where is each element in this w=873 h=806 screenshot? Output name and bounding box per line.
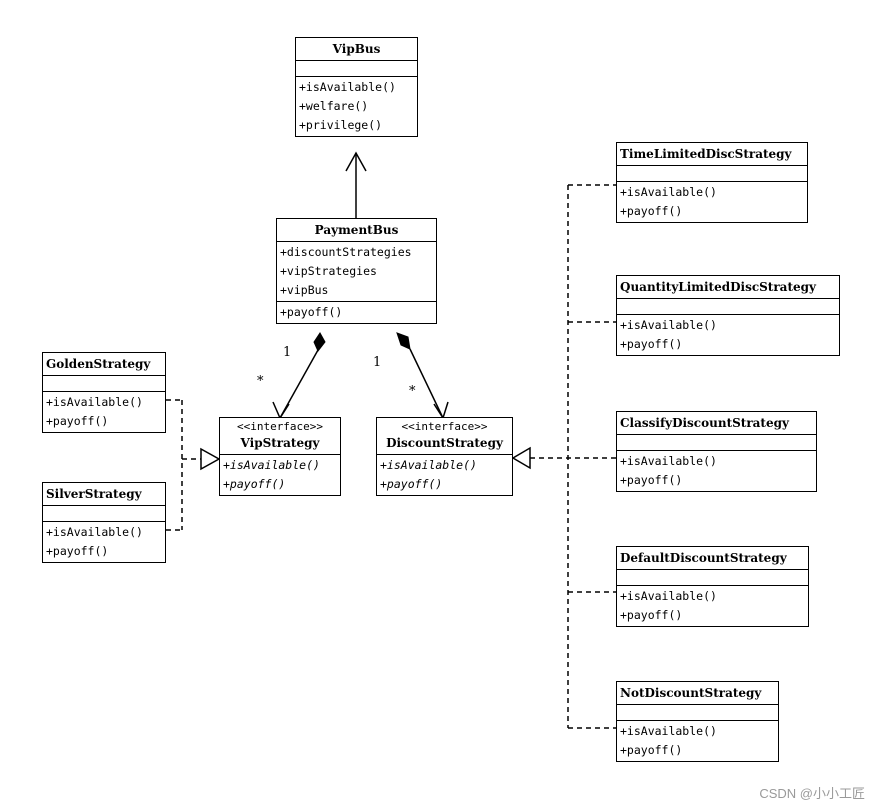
interface-name: VipStrategy — [240, 436, 320, 450]
methods-section: +isAvailable() +payoff() — [617, 450, 816, 491]
method: +payoff() — [46, 414, 109, 428]
stereotype: <<interface>> — [236, 420, 324, 433]
multiplicity-discount-many: * — [409, 384, 416, 399]
class-vipbus: VipBus +isAvailable() +welfare() +privil… — [295, 37, 418, 137]
method: +isAvailable() — [380, 458, 477, 472]
vip-realization-connector — [166, 399, 201, 531]
vip-arrowhead — [272, 401, 290, 420]
attributes-section — [296, 60, 417, 76]
attribute: +vipBus — [280, 283, 329, 297]
attributes-section — [43, 505, 165, 521]
method: +isAvailable() — [46, 525, 143, 539]
composition-discount-line — [409, 348, 444, 419]
methods-section: +isAvailable() +payoff() — [220, 454, 340, 495]
composition-diamond-discount — [396, 332, 411, 350]
attributes-section — [617, 165, 807, 181]
method: +payoff() — [620, 473, 683, 487]
watermark: CSDN @小小工匠 — [759, 786, 865, 801]
class-name: PaymentBus — [314, 223, 399, 237]
interface-discountstrategy: <<interface>> DiscountStrategy +isAvaila… — [376, 417, 513, 496]
method: +payoff() — [620, 608, 683, 622]
methods-section: +isAvailable() +payoff() — [43, 521, 165, 562]
method: +isAvailable() — [620, 589, 717, 603]
method: +isAvailable() — [299, 80, 396, 94]
attributes-section — [617, 704, 778, 720]
method: +isAvailable() — [620, 318, 717, 332]
attributes-section: +discountStrategies +vipStrategies +vipB… — [277, 241, 436, 301]
class-timelimiteddiscstrategy: TimeLimitedDiscStrategy +isAvailable() +… — [616, 142, 808, 223]
multiplicity-discount-one: 1 — [373, 355, 382, 370]
method: +payoff() — [620, 743, 683, 757]
discount-realization-triangle — [511, 446, 531, 470]
class-name: NotDiscountStrategy — [620, 686, 762, 700]
class-notdiscountstrategy: NotDiscountStrategy +isAvailable() +payo… — [616, 681, 779, 762]
method: +privilege() — [299, 118, 383, 132]
method: +isAvailable() — [223, 458, 320, 472]
method: +payoff() — [46, 544, 109, 558]
class-name: ClassifyDiscountStrategy — [620, 416, 789, 430]
attributes-section — [617, 434, 816, 450]
class-classifydiscountstrategy: ClassifyDiscountStrategy +isAvailable() … — [616, 411, 817, 492]
method: +isAvailable() — [46, 395, 143, 409]
class-defaultdiscountstrategy: DefaultDiscountStrategy +isAvailable() +… — [616, 546, 809, 627]
method: +payoff() — [380, 477, 443, 491]
method: +isAvailable() — [620, 454, 717, 468]
class-silverstrategy: SilverStrategy +isAvailable() +payoff() — [42, 482, 166, 563]
attribute: +vipStrategies — [280, 264, 377, 278]
class-name: TimeLimitedDiscStrategy — [620, 147, 792, 161]
method: +payoff() — [280, 305, 343, 319]
multiplicity-vip-many: * — [257, 374, 264, 389]
attributes-section — [43, 375, 165, 391]
class-name: SilverStrategy — [46, 487, 142, 501]
interface-vipstrategy: <<interface>> VipStrategy +isAvailable()… — [219, 417, 341, 496]
method: +payoff() — [620, 337, 683, 351]
method: +isAvailable() — [620, 724, 717, 738]
attribute: +discountStrategies — [280, 245, 412, 259]
class-name: DefaultDiscountStrategy — [620, 551, 787, 565]
method: +payoff() — [620, 204, 683, 218]
attributes-section — [617, 569, 808, 585]
class-quantitylimiteddiscstrategy: QuantityLimitedDiscStrategy +isAvailable… — [616, 275, 840, 356]
composition-vip-line — [279, 349, 319, 419]
methods-section: +isAvailable() +payoff() — [43, 391, 165, 432]
class-name: QuantityLimitedDiscStrategy — [620, 280, 816, 294]
class-name: <<interface>> DiscountStrategy — [377, 418, 512, 454]
open-arrowhead — [345, 151, 367, 172]
method: +welfare() — [299, 99, 369, 113]
methods-section: +isAvailable() +payoff() — [617, 585, 808, 626]
multiplicity-vip-one: 1 — [283, 345, 292, 360]
class-name: <<interface>> VipStrategy — [220, 418, 340, 454]
class-name: VipBus — [332, 42, 381, 56]
interface-name: DiscountStrategy — [386, 436, 503, 450]
methods-section: +isAvailable() +welfare() +privilege() — [296, 76, 417, 136]
class-goldenstrategy: GoldenStrategy +isAvailable() +payoff() — [42, 352, 166, 433]
method: +isAvailable() — [620, 185, 717, 199]
vip-realization-triangle — [200, 447, 221, 471]
methods-section: +payoff() — [277, 301, 436, 323]
methods-section: +isAvailable() +payoff() — [617, 314, 839, 355]
methods-section: +isAvailable() +payoff() — [617, 181, 807, 222]
method: +payoff() — [223, 477, 286, 491]
composition-diamond-vip — [313, 332, 326, 352]
attributes-section — [617, 298, 839, 314]
discount-realization-connector — [530, 184, 616, 729]
stereotype: <<interface>> — [401, 420, 488, 433]
methods-section: +isAvailable() +payoff() — [377, 454, 512, 495]
class-paymentbus: PaymentBus +discountStrategies +vipStrat… — [276, 218, 437, 324]
methods-section: +isAvailable() +payoff() — [617, 720, 778, 761]
class-name: GoldenStrategy — [46, 357, 151, 371]
